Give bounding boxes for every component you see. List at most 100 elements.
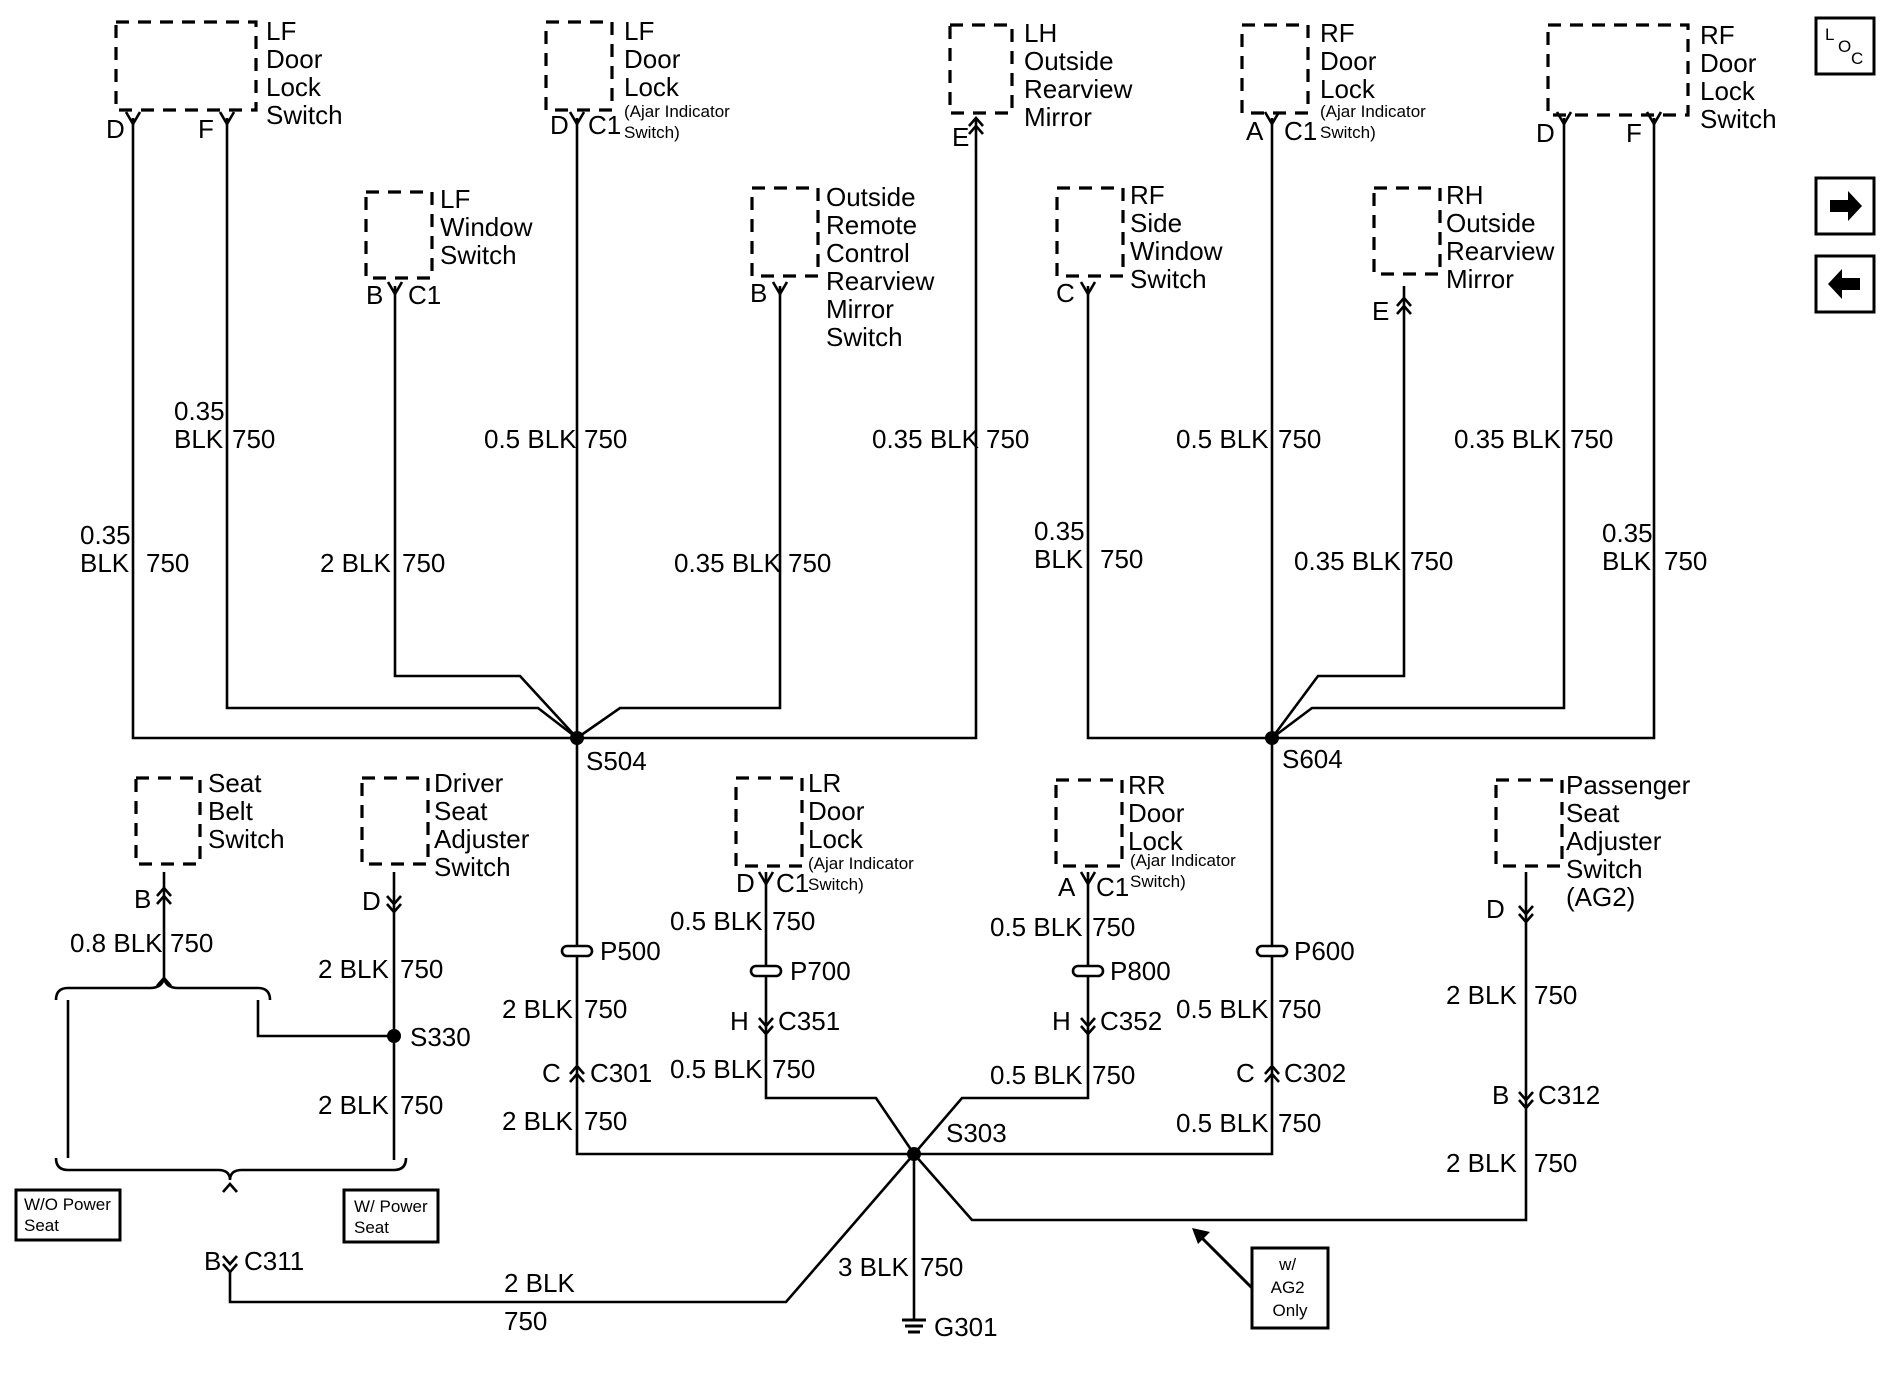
wire-circuit-label: 750 [1278, 1108, 1321, 1138]
wire-circuit-label: 750 [400, 954, 443, 984]
splices: S504 S604 S330 S303 [387, 731, 1343, 1161]
pin-marker [386, 281, 404, 297]
pin-label: A [1246, 116, 1264, 146]
wire-s504-to-s303 [575, 738, 914, 1156]
wire-circuit-label: 750 [170, 928, 213, 958]
pin-label: C1 [1284, 116, 1317, 146]
wire-label: 2 BLK [504, 1268, 575, 1298]
rf-door-lock-ajar-box [1240, 23, 1310, 115]
wire-label: 0.35 BLK [1294, 546, 1402, 576]
pin-marker [156, 886, 172, 905]
ag2-only-label: w/ AG2 Only [1271, 1255, 1310, 1320]
splice-s504-dot [570, 731, 584, 745]
connector-c311-label: C311 [244, 1246, 304, 1276]
lf-door-lock-switch-box [114, 20, 258, 112]
lr-door-lock-label: LR Door Lock [808, 768, 872, 854]
pin-label: F [198, 114, 214, 144]
wire-circuit-label: 750 [584, 994, 627, 1024]
passenger-seat-adjuster-label: Passenger Seat Adjuster Switch (AG2) [1566, 770, 1698, 912]
splice-s303-label: S303 [946, 1118, 1007, 1148]
pin-label: B [1492, 1080, 1509, 1110]
splice-s330-label: S330 [410, 1022, 471, 1052]
lr-ajar-note: (Ajar Indicator Switch) [808, 854, 919, 894]
wire-lf-door-lock-f [225, 118, 578, 740]
wire-label: 0.5 BLK [670, 1054, 763, 1084]
wire-s604-to-s303 [914, 738, 1274, 1156]
connector-c352-label: C352 [1100, 1006, 1162, 1036]
connector-p800-shape [1071, 964, 1105, 978]
wire-w-power-branch [256, 1000, 394, 1038]
ag2-pointer-line [1198, 1234, 1254, 1290]
wire-outside-remote-switch [576, 286, 782, 740]
rf-door-lock-switch-box [1546, 23, 1690, 117]
lr-door-lock-box [734, 776, 804, 868]
pin-label: C1 [588, 110, 621, 140]
wire-label: 2 BLK [502, 1106, 573, 1136]
wire-circuit-label: 750 [232, 424, 275, 454]
pin-markers [124, 111, 1663, 1274]
wire-circuit-label: 750 [504, 1306, 547, 1336]
rf-ajar-note: (Ajar Indicator Switch) [1320, 102, 1431, 142]
wire-label: 0.5 BLK [990, 1060, 1083, 1090]
lf-door-lock-switch-label: LF Door Lock Switch [266, 16, 343, 130]
ground-g301: G301 [902, 1312, 998, 1342]
pin-marker [386, 895, 402, 914]
wire-label: 2 BLK [320, 548, 391, 578]
connector-p500-label: P500 [600, 936, 661, 966]
lf-door-lock-ajar-box [544, 20, 614, 112]
pin-marker [1518, 905, 1534, 924]
pin-label: B [134, 884, 151, 914]
wire-label: 0.5 BLK [1176, 424, 1269, 454]
wire-label: 2 BLK [1446, 1148, 1517, 1178]
pin-label: C [1236, 1058, 1255, 1088]
seat-belt-switch-label: Seat Belt Switch [208, 768, 285, 854]
next-page-button[interactable] [1814, 176, 1876, 236]
lf-window-switch-label: LF Window Switch [440, 184, 540, 270]
connector-p600-shape [1255, 944, 1289, 958]
wire-circuit-label: 750 [772, 906, 815, 936]
wire-label: 0.35 BLK [1454, 424, 1562, 454]
rr-door-lock-label: RR Door Lock [1128, 770, 1192, 856]
wire-circuit-label: 750 [1092, 912, 1135, 942]
wire-gauge-label: 0.35 [1034, 516, 1085, 546]
wire-rh-mirror [1270, 286, 1406, 739]
locator-button[interactable]: L O C [1814, 16, 1876, 76]
pin-marker [568, 111, 586, 127]
rf-door-lock-switch-label: RF Door Lock Switch [1700, 20, 1777, 134]
driver-seat-adjuster-box [360, 776, 430, 866]
outside-remote-mirror-switch-box [750, 186, 820, 278]
pin-marker [968, 116, 984, 135]
component-boxes [114, 20, 1690, 868]
wire-label: 3 BLK [838, 1252, 909, 1282]
connector-c312-label: C312 [1538, 1080, 1600, 1110]
wire-circuit-label: 750 [1092, 1060, 1135, 1090]
connector-c302-label: C302 [1284, 1058, 1346, 1088]
pin-label: C [1056, 278, 1075, 308]
seat-option-bracket-top [54, 977, 272, 1001]
wire-circuit-label: 750 [146, 548, 189, 578]
wire-label: 2 BLK [318, 954, 389, 984]
component-labels: LF Door Lock Switch LF Door Lock (Ajar I… [208, 16, 1777, 912]
prev-page-button[interactable] [1814, 254, 1876, 314]
ground-label: G301 [934, 1312, 998, 1342]
wire-gauge-label: 0.35 [1602, 518, 1653, 548]
pin-label: F [1626, 118, 1642, 148]
pin-marker [757, 871, 775, 887]
pin-label: E [1372, 296, 1389, 326]
wire-circuit-label: 750 [1664, 546, 1707, 576]
locator-letter-l: L [1825, 25, 1834, 44]
connector-c311-marker [222, 1255, 238, 1274]
connector-c301-marker [569, 1064, 585, 1083]
wire-label: 0.5 BLK [670, 906, 763, 936]
pin-marker [1079, 281, 1097, 297]
ground-icon [902, 1318, 926, 1334]
connector-labels: P500 P700 P800 P600 C301 C302 C351 C352 … [244, 936, 1600, 1276]
connector-c351-marker [758, 1017, 774, 1036]
pin-label: D [362, 886, 381, 916]
pin-marker [1263, 111, 1281, 127]
splice-s330-dot [387, 1029, 401, 1043]
wire-gauge-label: 0.35 [80, 520, 131, 550]
pin-marker [1396, 296, 1412, 315]
wire-circuit-label: 750 [402, 548, 445, 578]
